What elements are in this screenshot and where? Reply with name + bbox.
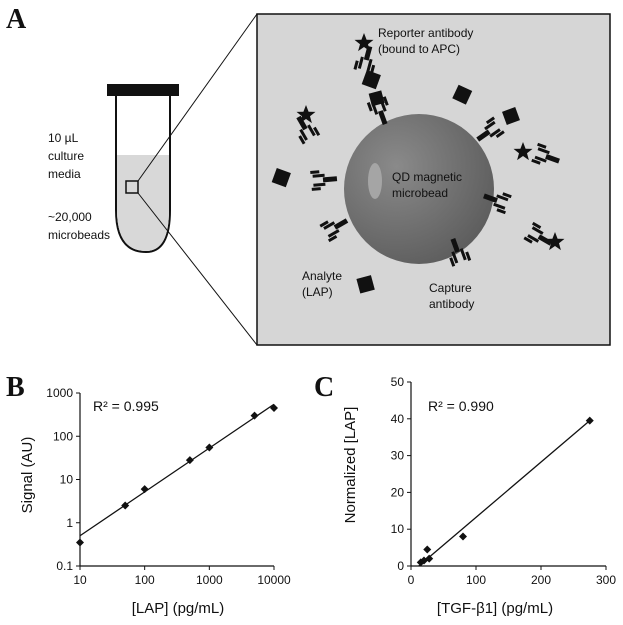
chart-b: 0.1 1 10 100 1000 10 100 1000 10000 <box>46 386 291 587</box>
chart-c-y-tick-label: 0 <box>397 559 404 573</box>
chart-b-y-tick-label: 1000 <box>46 386 73 400</box>
chart-c-x-tick-label: 300 <box>596 573 616 587</box>
panel-label-c: C <box>314 372 335 403</box>
chart-b-y-tick-label: 10 <box>60 473 74 487</box>
tube-label-count: ~20,000 <box>48 210 92 224</box>
reporter-label-line1: Reporter antibody <box>378 26 473 40</box>
chart-b-data-point <box>121 501 130 510</box>
tube-label-volume: 10 µL <box>48 131 79 145</box>
chart-c-r2-annotation: R² = 0.990 <box>428 398 494 414</box>
chart-b-data-point <box>140 485 149 494</box>
chart-b-fit-line <box>79 403 275 537</box>
panel-label-a: A <box>6 4 27 35</box>
chart-c-x-tick-label: 100 <box>466 573 486 587</box>
zoom-line-top <box>137 13 258 182</box>
bead-highlight <box>368 163 382 199</box>
chart-b-data-point <box>76 538 84 547</box>
chart-b-ylabel: Signal (AU) <box>19 437 36 514</box>
chart-c-y-tick-label: 10 <box>391 522 405 536</box>
panel-label-b: B <box>6 372 25 403</box>
analyte-square <box>271 168 291 188</box>
microbead <box>344 114 494 264</box>
chart-b-y-tick-label: 100 <box>53 429 73 443</box>
chart-c-ylabel: Normalized [LAP] <box>342 407 359 524</box>
tube-group <box>107 13 258 346</box>
reporter-label-line2: (bound to APC) <box>378 42 460 56</box>
chart-c-x-tick-label: 200 <box>531 573 551 587</box>
chart-c-data-point <box>425 554 434 563</box>
chart-b-x-tick-label: 10000 <box>257 573 291 587</box>
chart-b-x-tick-label: 10 <box>73 573 87 587</box>
chart-b-data-point <box>205 443 214 452</box>
chart-c-x-tick-label: 0 <box>408 573 415 587</box>
analyte-square <box>356 275 375 294</box>
capture-label-line2: antibody <box>429 297 474 311</box>
chart-c-y-tick-label: 40 <box>391 412 405 426</box>
chart-c-fit-line <box>418 420 591 567</box>
zoom-line-bottom <box>137 192 258 346</box>
chart-b-xlabel: [LAP] (pg/mL) <box>132 600 225 617</box>
chart-b-data-point <box>250 411 259 420</box>
chart-c-y-tick-label: 20 <box>391 485 405 499</box>
tube-label-culture: culture <box>48 149 84 163</box>
chart-b-x-tick-label: 1000 <box>196 573 223 587</box>
analyte-square <box>361 70 381 90</box>
culture-fill <box>117 155 169 251</box>
analyte-square <box>502 107 520 125</box>
tube-cap <box>107 84 179 96</box>
analyte-square <box>368 90 385 107</box>
tube-label-microbeads: microbeads <box>48 228 110 242</box>
bead-label-line1: QD magnetic <box>392 170 462 184</box>
zoom-box <box>125 180 139 194</box>
analyte-square <box>452 84 473 105</box>
chart-b-data-point <box>270 403 278 412</box>
chart-c-y-tick-label: 30 <box>391 449 405 463</box>
tube-label-media: media <box>48 167 81 181</box>
chart-c: 0 10 20 30 40 50 0 100 200 300 <box>391 375 617 587</box>
chart-b-x-tick-label: 100 <box>135 573 155 587</box>
chart-c-data-point <box>423 545 432 554</box>
analyte-label-line2: (LAP) <box>302 285 333 299</box>
chart-b-r2-annotation: R² = 0.995 <box>93 398 159 414</box>
chart-c-y-tick-label: 50 <box>391 375 405 389</box>
tube-body <box>115 96 171 254</box>
bead-label-line2: microbead <box>392 186 448 200</box>
chart-c-data-point <box>585 416 594 425</box>
chart-b-data-point <box>185 456 194 465</box>
chart-b-y-tick-label: 0.1 <box>56 559 73 573</box>
chart-c-data-point <box>459 532 467 541</box>
chart-b-y-tick-label: 1 <box>66 516 73 530</box>
capture-label-line1: Capture <box>429 281 472 295</box>
chart-c-xlabel: [TGF-β1] (pg/mL) <box>437 600 553 617</box>
analyte-label-line1: Analyte <box>302 269 342 283</box>
